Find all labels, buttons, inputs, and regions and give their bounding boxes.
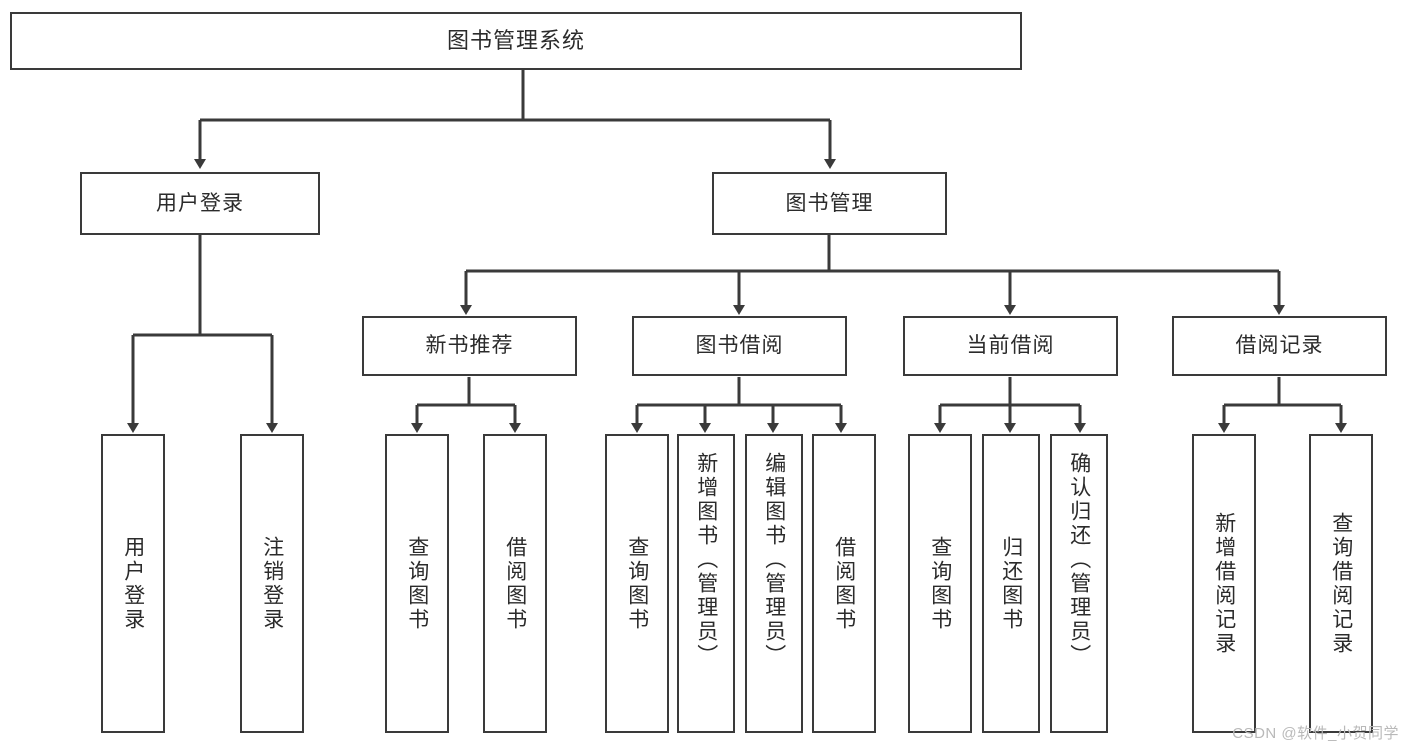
leaf-return-book[interactable]: 归还图书	[982, 434, 1040, 733]
node-user-login-label: 用户登录	[156, 191, 244, 215]
leaf-query-book-recommend[interactable]: 查询图书	[385, 434, 449, 733]
leaf-logout-label: 注销登录	[260, 535, 284, 632]
node-book-management-label: 图书管理	[785, 191, 874, 215]
node-new-book-recommend-label: 新书推荐	[425, 334, 514, 358]
leaf-edit-book-admin-label: 编辑图书（管理员）	[762, 452, 786, 668]
leaf-add-borrow-record[interactable]: 新增借阅记录	[1192, 434, 1256, 733]
node-current-borrow-label: 当前借阅	[966, 334, 1055, 358]
leaf-query-book-current-label: 查询图书	[928, 535, 952, 632]
leaf-query-book[interactable]: 查询图书	[605, 434, 669, 733]
leaf-borrow-book[interactable]: 借阅图书	[812, 434, 876, 733]
leaf-confirm-return-admin[interactable]: 确认归还（管理员）	[1050, 434, 1108, 733]
node-root[interactable]: 图书管理系统	[10, 12, 1022, 70]
leaf-borrow-book-recommend[interactable]: 借阅图书	[483, 434, 547, 733]
leaf-edit-book-admin[interactable]: 编辑图书（管理员）	[745, 434, 803, 733]
node-borrow-record[interactable]: 借阅记录	[1172, 316, 1387, 376]
leaf-logout[interactable]: 注销登录	[240, 434, 304, 733]
leaf-return-book-label: 归还图书	[999, 535, 1023, 632]
leaf-add-book-admin-label: 新增图书（管理员）	[694, 452, 718, 668]
leaf-query-book-current[interactable]: 查询图书	[908, 434, 972, 733]
node-borrow-record-label: 借阅记录	[1235, 334, 1324, 358]
leaf-add-book-admin[interactable]: 新增图书（管理员）	[677, 434, 735, 733]
node-book-borrow[interactable]: 图书借阅	[632, 316, 847, 376]
leaf-user-login[interactable]: 用户登录	[101, 434, 165, 733]
leaf-confirm-return-admin-label: 确认归还（管理员）	[1067, 452, 1091, 668]
node-current-borrow[interactable]: 当前借阅	[903, 316, 1118, 376]
leaf-query-borrow-record[interactable]: 查询借阅记录	[1309, 434, 1373, 733]
node-book-borrow-label: 图书借阅	[695, 334, 784, 358]
node-new-book-recommend[interactable]: 新书推荐	[362, 316, 577, 376]
leaf-add-borrow-record-label: 新增借阅记录	[1212, 511, 1236, 656]
leaf-borrow-book-label: 借阅图书	[832, 535, 856, 632]
leaf-query-book-recommend-label: 查询图书	[405, 535, 429, 632]
node-root-label: 图书管理系统	[446, 27, 585, 53]
leaf-query-borrow-record-label: 查询借阅记录	[1329, 511, 1353, 656]
leaf-borrow-book-recommend-label: 借阅图书	[503, 535, 527, 632]
node-user-login[interactable]: 用户登录	[80, 172, 320, 235]
node-book-management[interactable]: 图书管理	[712, 172, 947, 235]
leaf-query-book-label: 查询图书	[625, 535, 649, 632]
leaf-user-login-label: 用户登录	[121, 535, 145, 632]
